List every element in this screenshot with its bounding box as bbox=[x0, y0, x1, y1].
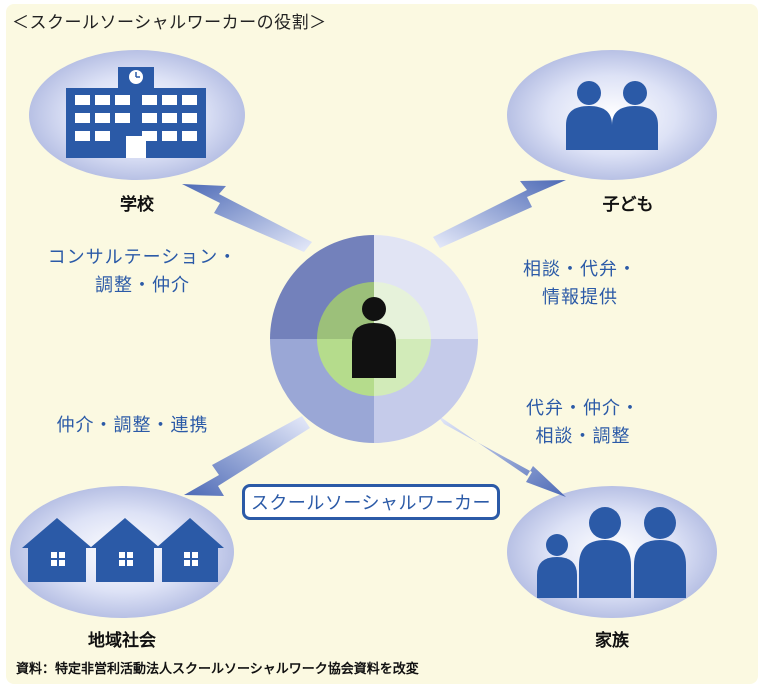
role-child-line2: 情報提供 bbox=[542, 287, 618, 308]
label-child: 子ども bbox=[602, 195, 654, 215]
family-icon bbox=[537, 507, 686, 598]
house-windows bbox=[51, 552, 198, 566]
source-note: 資料：特定非営利活動法人スクールソーシャルワーク協会資料を改変 bbox=[16, 662, 419, 677]
role-community: 仲介・調整・連携 bbox=[35, 412, 230, 440]
child-ellipse bbox=[507, 50, 717, 180]
role-family-line1: 代弁・仲介・ bbox=[526, 398, 640, 419]
arrow-to-family bbox=[436, 414, 566, 497]
two-children-icon bbox=[566, 81, 658, 150]
role-school-line1: コンサルテーション・ bbox=[47, 247, 238, 268]
arrow-to-community bbox=[184, 416, 310, 496]
role-school: コンサルテーション・ 調整・仲介 bbox=[30, 244, 255, 300]
role-family-line2: 相談・調整 bbox=[535, 426, 631, 447]
center-circle bbox=[270, 235, 478, 443]
arrow-to-school bbox=[182, 184, 312, 252]
diagram-title: ＜スクールソーシャルワーカーの役割＞ bbox=[12, 13, 327, 33]
label-school: 学校 bbox=[120, 195, 154, 215]
label-community: 地域社会 bbox=[88, 631, 156, 651]
role-family: 代弁・仲介・ 相談・調整 bbox=[508, 395, 658, 451]
role-school-line2: 調整・仲介 bbox=[95, 275, 190, 296]
role-child: 相談・代弁・ 情報提供 bbox=[505, 256, 655, 312]
social-worker-person-icon bbox=[352, 297, 396, 378]
label-family: 家族 bbox=[595, 631, 629, 651]
houses-icon bbox=[22, 518, 224, 582]
arrow-to-child bbox=[433, 180, 566, 248]
role-community-line1: 仲介・調整・連携 bbox=[56, 415, 209, 436]
role-child-line1: 相談・代弁・ bbox=[523, 259, 637, 280]
school-windows bbox=[75, 95, 197, 158]
center-label-box: スクールソーシャルワーカー bbox=[242, 484, 500, 520]
